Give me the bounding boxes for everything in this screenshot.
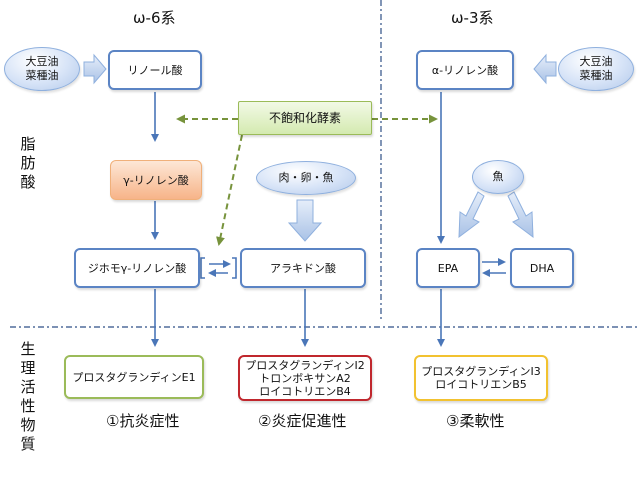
linoleic-acid-box: リノール酸 [108, 50, 202, 90]
thromboxane-a2-label: トロンボキサンA2 [259, 371, 351, 385]
prostaglandin-i2-label: プロスタグランディンI2 [245, 358, 365, 372]
flexibility-label: ③柔軟性 [446, 412, 505, 430]
fish-to-epa-arrow [458, 191, 485, 239]
gamma-linolenic-acid-box: γ-リノレン酸 [110, 160, 202, 200]
leukotriene-b4-label: ロイコトリエンB4 [259, 384, 351, 398]
leukotriene-b5-label: ロイコトリエンB5 [435, 378, 527, 391]
bioactive-char-1: 生 [20, 340, 36, 358]
fatty-acid-char-3: 酸 [20, 173, 36, 191]
left-oil-line2: 菜種油 [25, 69, 59, 82]
bioactive-char-3: 活 [20, 378, 36, 396]
left-oil-line1: 大豆油 [25, 55, 59, 68]
anti-inflammatory-label: ①抗炎症性 [106, 412, 180, 430]
dihomo-arachidonic-bracket-left [200, 257, 205, 279]
fish-to-dha-arrow [507, 191, 534, 239]
right-oil-source: 大豆油 菜種油 [558, 47, 634, 91]
epa-box: EPA [416, 248, 480, 288]
enzyme-to-dihomo-arrow [216, 134, 243, 246]
left-oil-source: 大豆油 菜種油 [4, 47, 80, 91]
fatty-acid-side-label: 脂 肪 酸 [18, 135, 38, 192]
dha-box: DHA [510, 248, 574, 288]
dihomo-gamma-linolenic-acid-box: ジホモγ-リノレン酸 [74, 248, 200, 288]
pro-inflammatory-label: ②炎症促進性 [258, 412, 347, 430]
fatty-acid-char-1: 脂 [20, 135, 36, 153]
right-oil-line1: 大豆油 [579, 55, 613, 68]
bioactive-char-5: 物 [20, 416, 36, 434]
alpha-linolenic-acid-box: α-リノレン酸 [416, 50, 514, 90]
bioactive-char-2: 理 [20, 359, 36, 377]
fish-source: 魚 [472, 160, 524, 194]
fatty-acid-char-2: 肪 [20, 154, 36, 172]
omega6-header: ω-6系 [133, 9, 176, 27]
oil-to-alpha-arrow [533, 53, 557, 85]
arachidonic-acid-box: アラキドン酸 [240, 248, 366, 288]
desaturase-enzyme-box: 不飽和化酵素 [238, 101, 372, 135]
omega3-header: ω-3系 [451, 9, 494, 27]
prostaglandin-e1-box: プロスタグランディンE1 [64, 355, 204, 399]
prostaglandin-i3-label: プロスタグランディンI3 [421, 365, 541, 378]
right-oil-line2: 菜種油 [579, 69, 613, 82]
bioactive-char-6: 質 [20, 435, 36, 453]
flexibility-products-box: プロスタグランディンI3 ロイコトリエンB5 [414, 355, 548, 401]
meat-egg-fish-source: 肉・卵・魚 [256, 161, 356, 195]
meat-to-arachidonic-arrow [287, 199, 323, 242]
oil-to-linoleic-arrow [83, 53, 107, 85]
bioactive-side-label: 生 理 活 性 物 質 [18, 340, 38, 454]
bioactive-char-4: 性 [20, 397, 36, 415]
dihomo-arachidonic-bracket-right [232, 257, 237, 279]
pro-inflammatory-products-box: プロスタグランディンI2 トロンボキサンA2 ロイコトリエンB4 [238, 355, 372, 401]
